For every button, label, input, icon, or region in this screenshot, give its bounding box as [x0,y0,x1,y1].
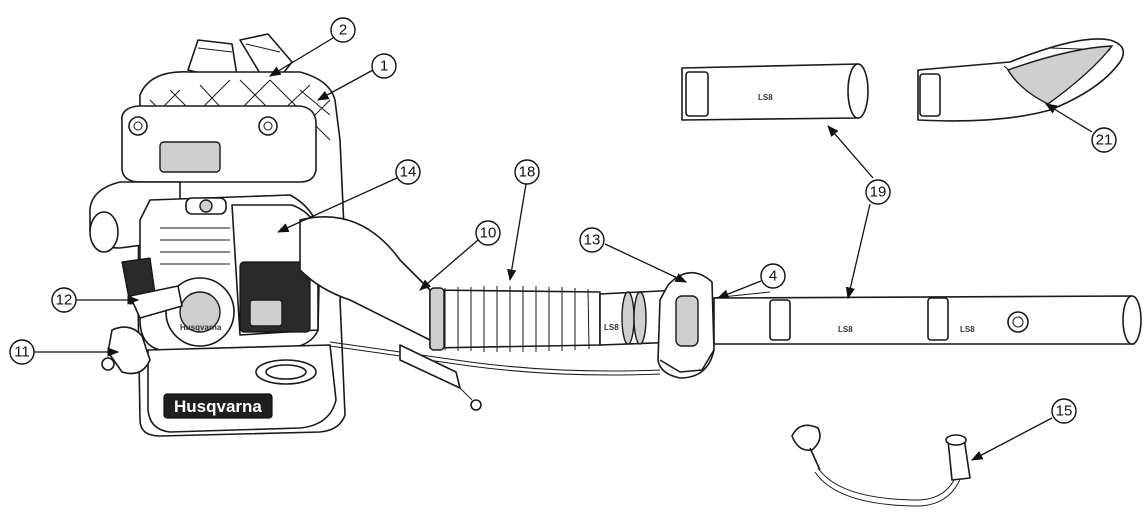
callout-10: 10 [475,220,501,246]
svg-text:Husqvarna: Husqvarna [180,323,222,332]
callout-18-label: 18 [519,164,536,181]
callout-12-label: 12 [56,292,73,309]
callout-21-label: 21 [1096,132,1113,149]
extension-marking: LS8 [758,93,773,102]
callout-10-label: 10 [480,225,497,242]
callout-2-label: 2 [339,22,347,39]
callout-19-label: 19 [870,184,887,201]
callout-14-label: 14 [400,164,417,181]
callout-2: 2 [330,17,356,43]
callout-15: 15 [1051,398,1077,424]
blower-tube-assembly: LS8 LS8 LS8 [299,216,1142,411]
callout-21: 21 [1091,127,1117,153]
callout-12: 12 [51,287,77,313]
callout-15-label: 15 [1056,403,1073,420]
callout-11-label: 11 [14,344,30,361]
callout-13-label: 13 [584,232,601,249]
brand-logo-text: Husqvarna [174,397,262,416]
callout-13: 13 [579,227,605,253]
callout-11: 11 [9,339,35,365]
callout-4: 4 [760,263,786,289]
cable-accessory [791,424,971,507]
callout-1-label: 1 [380,58,388,75]
leader-lines [32,37,1093,461]
callout-1: 1 [371,53,397,79]
tube-marking-2: LS8 [960,325,975,334]
tube-marking-1: LS8 [838,325,853,334]
callout-4-label: 4 [769,268,777,285]
engine-unit: Husqvarna Husqvarna [89,181,337,433]
straight-tube-extension: LS8 [681,63,869,121]
callout-18: 18 [514,159,540,185]
flat-nozzle [917,38,1125,122]
hose-marking: LS8 [604,323,619,332]
callout-14: 14 [395,159,421,185]
callout-19: 19 [865,179,891,205]
